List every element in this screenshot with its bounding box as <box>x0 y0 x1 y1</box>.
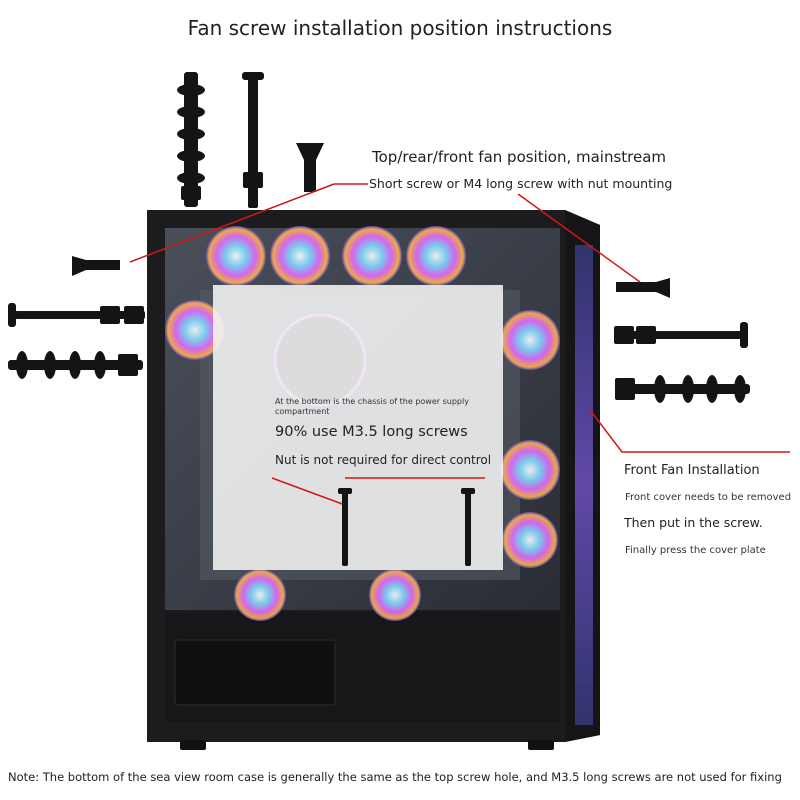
front-fan-step1: Front cover needs to be removed <box>625 492 792 503</box>
page-title: Fan screw installation position instruct… <box>187 16 613 40</box>
screw-images <box>8 72 750 403</box>
top-fan-subheading: Short screw or M4 long screw with nut mo… <box>369 176 673 191</box>
front-fan-step3: Finally press the cover plate <box>625 545 766 556</box>
front-mesh <box>575 245 593 725</box>
psu-compartment-overlay <box>213 285 503 570</box>
psu-subheading: Nut is not required for direct control <box>275 453 492 467</box>
psu-heading: 90% use M3.5 long screws <box>275 424 468 440</box>
footer-note: Note: The bottom of the sea view room ca… <box>8 770 782 784</box>
top-fan-heading: Top/rear/front fan position, mainstream <box>372 148 667 166</box>
bottom-screws <box>338 488 475 566</box>
front-fan-heading: Front Fan Installation <box>624 463 760 478</box>
psu-caption: At the bottom is the chassis of the powe… <box>275 397 469 416</box>
rgb-fans <box>165 226 560 621</box>
front-fan-step2: Then put in the screw. <box>624 515 763 530</box>
